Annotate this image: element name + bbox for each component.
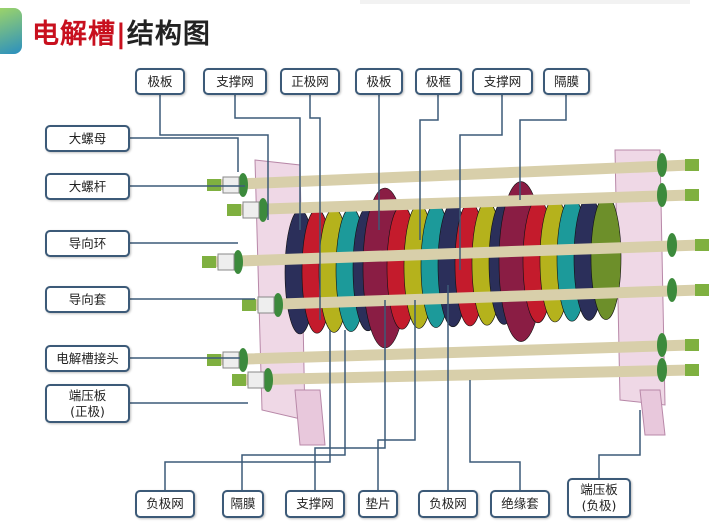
washer-icon	[273, 293, 283, 317]
foot-left	[294, 389, 326, 446]
nut-icon	[257, 296, 275, 314]
tie-rod	[209, 159, 696, 191]
bolt-thread-icon	[232, 374, 246, 386]
leader-line	[459, 95, 503, 270]
bolt-thread-icon	[685, 159, 699, 171]
electrode-disc	[590, 195, 622, 320]
washer-icon	[667, 278, 677, 302]
label-left-big-nut: 大螺母	[45, 125, 130, 152]
bolt-thread-icon	[685, 364, 699, 376]
nut-icon	[247, 371, 265, 389]
label-left-connector: 电解槽接头	[45, 345, 130, 372]
label-left-guide-ring: 导向环	[45, 230, 130, 257]
label-top-support-mesh: 支撑网	[203, 68, 267, 95]
washer-icon	[657, 358, 667, 382]
title-main: 电解槽	[32, 19, 116, 50]
label-bottom-support-mesh: 支撑网	[285, 490, 345, 518]
leader-line	[234, 95, 301, 230]
leader-line	[598, 410, 641, 478]
leader-line	[309, 95, 321, 320]
title-accent-block	[0, 8, 22, 54]
tie-rod	[229, 189, 696, 216]
tie-rod	[244, 284, 706, 311]
washer-icon	[667, 233, 677, 257]
label-top-plate-2: 极板	[355, 68, 403, 95]
foot-right	[639, 389, 666, 436]
washer-icon	[657, 333, 667, 357]
nut-icon	[242, 201, 260, 219]
leader-line	[419, 95, 439, 240]
label-top-plate: 极板	[135, 68, 185, 95]
label-top-anode-mesh: 正极网	[280, 68, 340, 95]
label-left-big-bolt: 大螺杆	[45, 173, 130, 200]
bolt-thread-icon	[242, 299, 256, 311]
label-top-diaphragm: 隔膜	[543, 68, 590, 95]
label-bottom-cathode-mesh: 负极网	[135, 490, 195, 518]
washer-icon	[657, 153, 667, 177]
leader-line	[519, 95, 567, 200]
washer-icon	[263, 368, 273, 392]
title-sub: 结构图	[126, 19, 211, 50]
leader-line	[377, 300, 416, 490]
leader-line	[314, 300, 386, 490]
label-bottom-end-plate-cathode: 端压板 (负极)	[567, 478, 631, 518]
washer-icon	[258, 198, 268, 222]
bolt-thread-icon	[207, 179, 221, 191]
washer-icon	[233, 250, 243, 274]
leader-line	[159, 95, 269, 220]
tie-rod	[234, 364, 696, 386]
tie-rod	[209, 339, 696, 366]
bolt-thread-icon	[685, 189, 699, 201]
washer-icon	[238, 348, 248, 372]
leader-line	[164, 330, 331, 490]
washer-icon	[657, 183, 667, 207]
washer-icon	[238, 173, 248, 197]
slide-title: 电解槽|结构图	[32, 12, 211, 51]
tie-rod	[204, 239, 706, 268]
bolt-thread-icon	[207, 354, 221, 366]
label-bottom-insulating-sleeve: 绝缘套	[490, 490, 550, 518]
leader-line	[469, 380, 521, 490]
top-divider	[360, 0, 690, 4]
label-left-guide-sleeve: 导向套	[45, 286, 130, 313]
label-bottom-cathode-mesh-2: 负极网	[418, 490, 478, 518]
title-separator: |	[116, 19, 127, 50]
nut-icon	[222, 176, 240, 194]
nut-icon	[222, 351, 240, 369]
leader-line	[130, 137, 239, 172]
bolt-thread-icon	[227, 204, 241, 216]
bolt-thread-icon	[202, 256, 216, 268]
bolt-thread-icon	[685, 339, 699, 351]
leader-line	[241, 330, 346, 490]
label-top-support-mesh-2: 支撑网	[472, 68, 533, 95]
label-left-end-plate-anode: 端压板 (正极)	[45, 384, 130, 423]
label-bottom-diaphragm: 隔膜	[222, 490, 264, 518]
bolt-thread-icon	[695, 239, 709, 251]
nut-icon	[217, 253, 235, 271]
label-bottom-gasket: 垫片	[358, 490, 398, 518]
label-top-frame: 极框	[415, 68, 462, 95]
bolt-thread-icon	[695, 284, 709, 296]
